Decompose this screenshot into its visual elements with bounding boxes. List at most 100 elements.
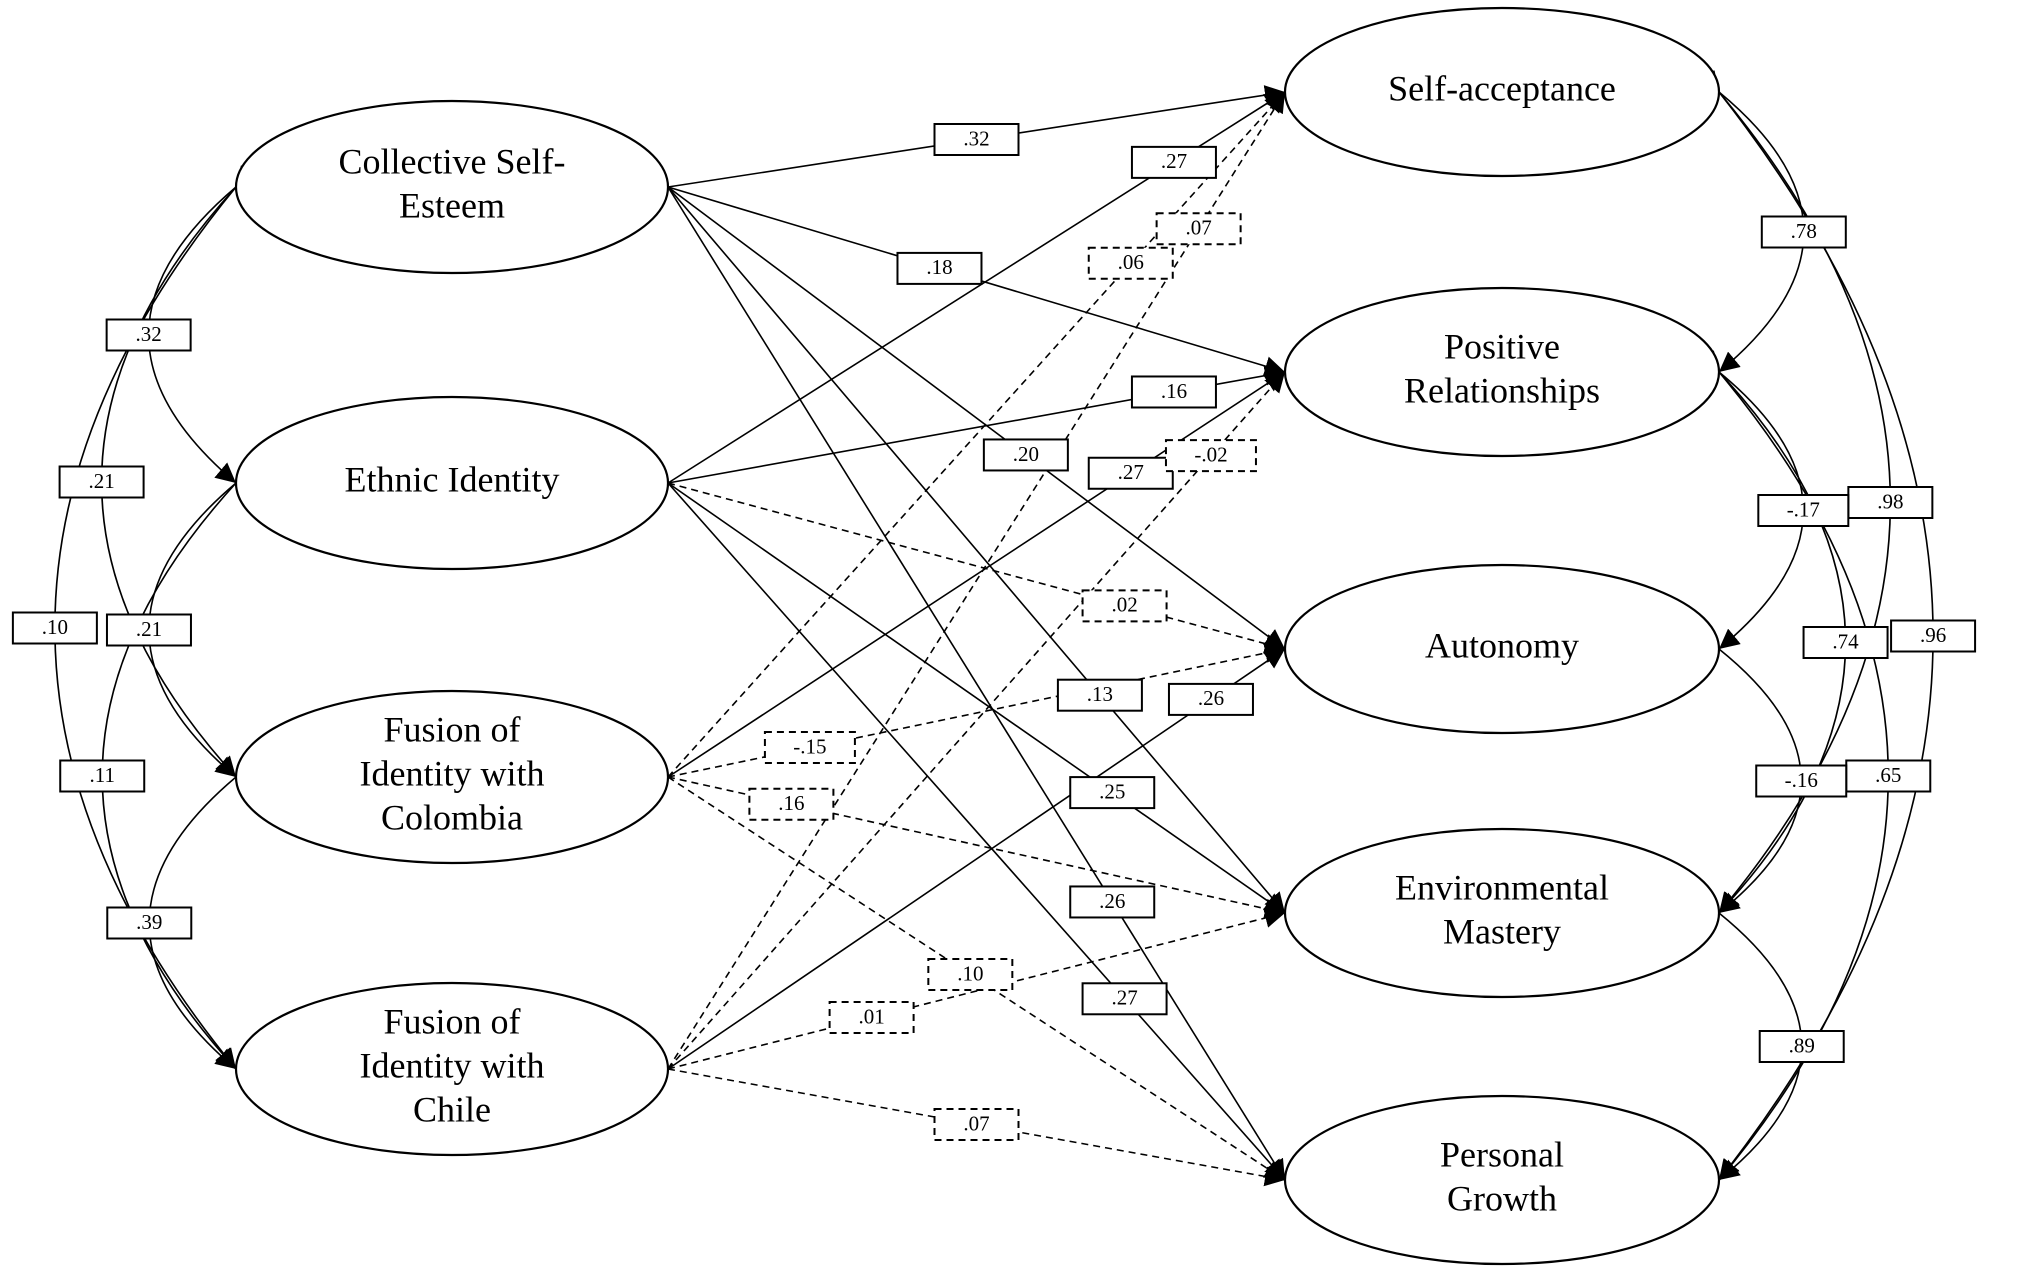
coef-fich-pr-box (1164, 439, 1257, 473)
outcome-pg-ellipse (1283, 1094, 1721, 1266)
coef-ei-em-text: .25 (1099, 779, 1125, 803)
coef-ei-em: .25 (1069, 776, 1156, 810)
predictor-cse: Collective Self-Esteem (234, 99, 670, 275)
path-fic-to-pg (667, 776, 1286, 1181)
outcome-sa-label-line: Self-acceptance (1388, 68, 1616, 108)
coef-ei-pr: .16 (1130, 375, 1217, 409)
predictor-fic-label-line: Fusion of (383, 709, 520, 749)
path-ei-to-pg (667, 482, 1286, 1181)
cov-label-pr-au-text: -.17 (1787, 497, 1820, 521)
coef-fic-pg-text: .10 (957, 961, 983, 985)
predictor-fich-label-line: Fusion of (383, 1001, 520, 1041)
predictor-fich-label-line: Chile (413, 1089, 491, 1129)
cov-label-pr-pg-text: .65 (1875, 763, 1901, 787)
cov-label-fic-fich: .39 (106, 906, 193, 940)
cov-label-em-pg-text: .89 (1789, 1033, 1815, 1057)
coef-fic-pg-box (927, 957, 1014, 991)
coef-cse-au-text: .20 (1013, 442, 1039, 466)
predictor-ei-label-line: Ethnic Identity (345, 459, 560, 499)
cov-label-cse-ei-text: .32 (136, 322, 162, 346)
cov-label-cse-fich: .10 (11, 611, 98, 645)
path-fic-to-pr (667, 371, 1286, 778)
coef-fich-em: .01 (828, 1001, 915, 1035)
coef-fic-pg: .10 (927, 957, 1014, 991)
path-fich-to-au (667, 648, 1286, 1070)
coef-cse-sa-box (933, 123, 1020, 156)
cov-label-pr-au-box (1757, 494, 1850, 527)
cov-label-pr-em-box (1802, 626, 1889, 659)
coef-ei-au: .02 (1081, 589, 1168, 623)
coef-cse-sa-text: .32 (963, 126, 989, 150)
predictor-fic-label-line: Colombia (381, 797, 523, 837)
coef-fic-sa-text: .06 (1118, 250, 1144, 274)
coef-fich-sa-text: .07 (1185, 216, 1211, 240)
cov-label-au-em-text: -.16 (1785, 768, 1818, 792)
cov-label-ei-fich-box (59, 759, 146, 793)
outcome-pr-label-line: Relationships (1404, 370, 1600, 410)
path-fich-to-em (667, 908, 1286, 1070)
cov-label-sa-pr-box (1760, 215, 1847, 249)
coef-fic-pr-text: .27 (1118, 460, 1144, 484)
coef-cse-sa: .32 (933, 123, 1020, 156)
coef-fich-pr: -.02 (1164, 439, 1257, 473)
coef-fic-em: .16 (748, 787, 835, 821)
coef-cse-au: .20 (982, 438, 1069, 472)
coef-cse-pr-text: .18 (926, 255, 952, 279)
coef-cse-au-box (982, 438, 1069, 472)
coef-ei-sa-box (1130, 145, 1217, 179)
cov-label-ei-fic-box (105, 613, 192, 647)
coef-fic-au: -.15 (763, 731, 856, 765)
cov-label-au-em: -.16 (1755, 764, 1848, 798)
cov-label-cse-fich-box (11, 611, 98, 645)
predictor-fic-ellipse (234, 689, 670, 865)
cov-label-pr-em: .74 (1802, 626, 1889, 659)
cov-label-fic-fich-box (106, 906, 193, 940)
coef-fic-sa-box (1087, 246, 1174, 280)
coef-fich-sa: .07 (1155, 212, 1242, 246)
cov-label-sa-pg-text: .96 (1920, 623, 1946, 647)
coef-cse-pg: .26 (1069, 885, 1156, 919)
cov-label-sa-pg: .96 (1890, 619, 1977, 653)
coef-ei-pr-text: .16 (1161, 379, 1187, 403)
predictor-fic-label-line: Identity with (360, 753, 545, 793)
coef-fich-pg-box (933, 1108, 1020, 1141)
predictor-fich-label-line: Identity with (360, 1045, 545, 1085)
path-ei-to-em (667, 482, 1286, 914)
coef-fic-em-text: .16 (778, 791, 804, 815)
coef-fich-sa-box (1155, 212, 1242, 246)
coef-fic-pr-box (1087, 456, 1174, 490)
coef-fic-au-box (763, 731, 856, 765)
cov-label-pr-au: -.17 (1757, 494, 1850, 527)
outcome-au-label-line: Autonomy (1425, 625, 1579, 665)
predictor-cse-label-line: Collective Self- (339, 141, 566, 181)
coef-fich-pr-text: -.02 (1194, 442, 1227, 466)
coef-cse-pr: .18 (896, 251, 983, 285)
coefficient-labels: .32.18.20.13.26.27.16.02.25.27.06.27-.15… (11, 123, 1977, 1141)
regression-paths (667, 85, 1286, 1187)
path-cse-to-pg (667, 186, 1286, 1181)
outcome-pg-label-line: Growth (1447, 1178, 1557, 1218)
outcome-pr-label-line: Positive (1444, 326, 1560, 366)
path-fich-to-sa (667, 91, 1286, 1070)
coef-fic-em-box (748, 787, 835, 821)
coef-ei-em-box (1069, 776, 1156, 810)
cov-label-sa-pg-box (1890, 619, 1977, 653)
cov-label-pr-em-text: .74 (1832, 629, 1859, 653)
path-cse-to-au (667, 186, 1286, 650)
cov-label-sa-pr: .78 (1760, 215, 1847, 249)
coef-fich-au-box (1167, 682, 1254, 716)
cov-label-ei-fic-text: .21 (136, 617, 162, 641)
coef-ei-sa: .27 (1130, 145, 1217, 179)
cov-label-em-pg: .89 (1758, 1030, 1845, 1063)
coef-fic-pr: .27 (1087, 456, 1174, 490)
path-cse-to-em (667, 186, 1286, 914)
coef-fich-au: .26 (1167, 682, 1254, 716)
outcome-sa: Self-acceptance (1283, 6, 1721, 178)
cov-label-sa-em: .98 (1847, 486, 1934, 519)
outcome-em-label-line: Environmental (1395, 867, 1609, 907)
